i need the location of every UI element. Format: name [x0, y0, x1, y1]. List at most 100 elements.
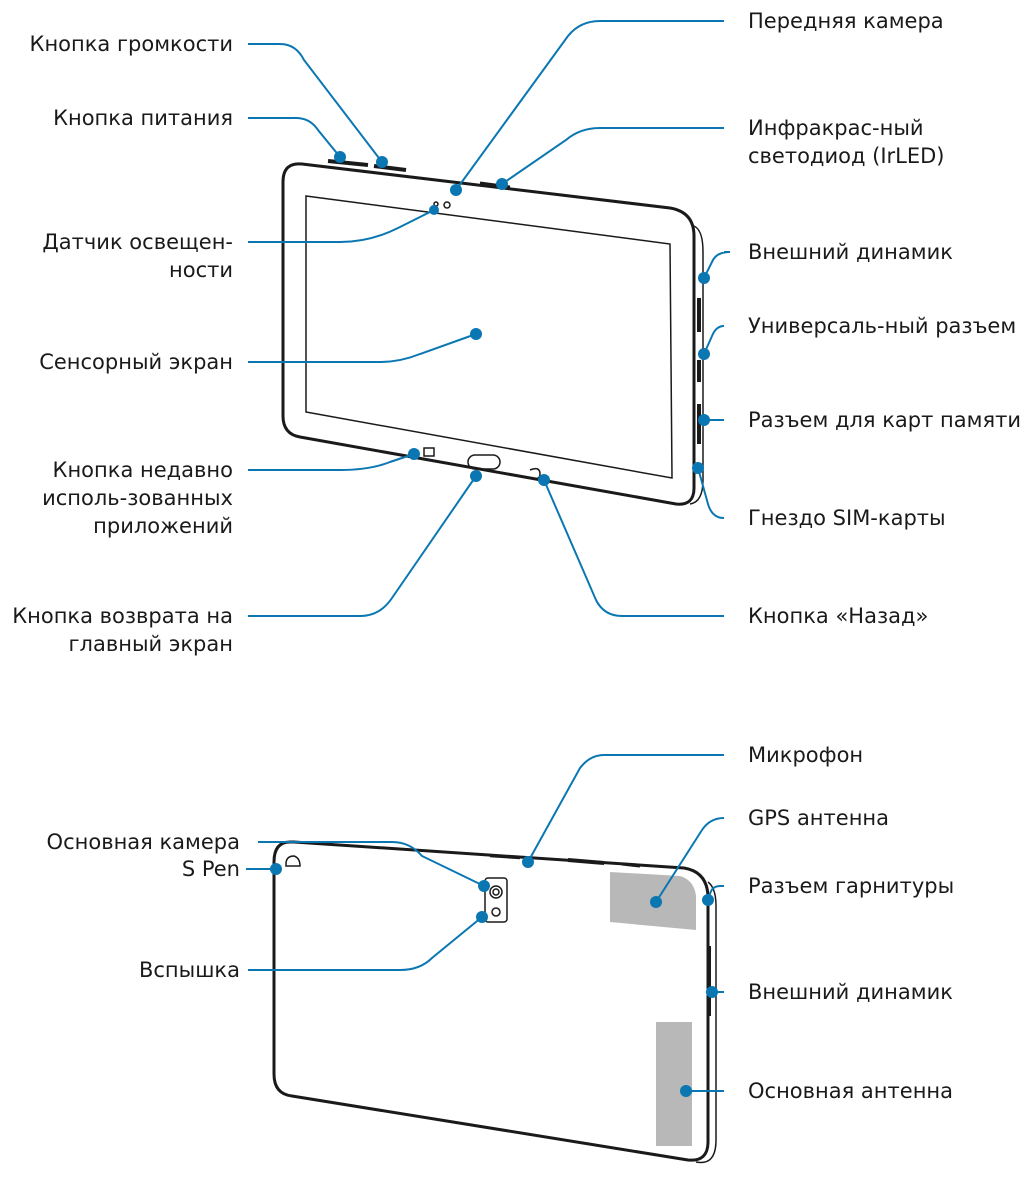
label-light-sensor-line-2: ности	[168, 258, 233, 282]
label-back-key-text: Кнопка «Назад»	[748, 604, 929, 628]
label-headset-jack: Разъем гарнитуры	[748, 872, 954, 900]
dot-s-pen	[270, 863, 282, 875]
label-speaker-front: Внешний динамик	[748, 238, 953, 266]
label-recent-apps-line-2: исполь-зованных	[42, 486, 233, 510]
power-key-shape	[327, 159, 369, 167]
leader-sim-slot	[697, 467, 725, 519]
front-leader-lines	[248, 20, 731, 617]
label-recent-apps: Кнопка недавно исполь-зованных приложени…	[42, 456, 233, 540]
label-power-key-text: Кнопка питания	[53, 106, 233, 130]
label-main-camera-text: Основная камера	[46, 830, 240, 854]
label-light-sensor: Датчик освещен- ности	[42, 228, 233, 284]
leader-back-key	[543, 479, 724, 617]
dot-speaker-front	[698, 272, 710, 284]
label-memory-card-slot: Разъем для карт памяти	[748, 406, 1021, 434]
tablet-front-view	[281, 159, 704, 506]
label-home-key: Кнопка возврата на главный экран	[12, 602, 233, 658]
tablet-rear-right-edge	[695, 881, 717, 1164]
leader-headset-jack	[707, 885, 724, 901]
dot-light-sensor	[429, 205, 439, 215]
label-main-antenna: Основная антенна	[748, 1077, 953, 1105]
label-gps-antenna-text: GPS антенна	[748, 806, 890, 830]
camera-module-shape	[484, 877, 508, 923]
home-key-shape	[467, 454, 501, 470]
main-camera-lens	[489, 885, 503, 899]
leader-home-key	[248, 475, 477, 617]
right-edge-port-2	[697, 360, 701, 382]
label-flash: Вспышка	[139, 956, 240, 984]
leader-microphone	[527, 754, 724, 863]
recent-apps-icon	[423, 447, 435, 457]
label-irled: Инфракрас-ный светодиод (IrLED)	[748, 114, 945, 170]
right-edge-port-1	[697, 298, 701, 332]
dot-main-camera	[478, 880, 490, 892]
rear-leader-lines	[246, 754, 725, 1097]
dot-front-camera	[450, 184, 462, 196]
leader-multipurpose-jack	[703, 325, 725, 355]
dot-power-key	[334, 151, 346, 163]
leader-volume-key	[248, 43, 383, 163]
label-front-camera-text: Передняя камера	[748, 9, 944, 33]
dot-memory-card-slot	[698, 414, 710, 426]
tablet-front-right-edge	[689, 225, 704, 505]
label-volume-key: Кнопка громкости	[30, 30, 233, 58]
flash-shape	[491, 907, 501, 917]
label-light-sensor-line-1: Датчик освещен-	[42, 230, 233, 254]
touch-screen-area	[305, 195, 673, 479]
s-pen-tip-shape	[285, 855, 301, 867]
right-edge-port-3	[697, 404, 701, 444]
leader-front-camera	[455, 20, 724, 191]
dot-gps-antenna	[650, 896, 662, 908]
label-power-key: Кнопка питания	[53, 104, 233, 132]
main-antenna-area	[656, 1022, 692, 1146]
label-front-camera: Передняя камера	[748, 7, 944, 35]
label-multipurpose-jack: Универсаль-ный разъем	[748, 312, 1016, 340]
label-volume-key-text: Кнопка громкости	[29, 32, 233, 56]
label-recent-apps-line-1: Кнопка недавно	[52, 458, 233, 482]
dot-speaker-rear	[706, 986, 718, 998]
dot-multipurpose-jack	[698, 348, 710, 360]
label-multipurpose-jack-text: Универсаль-ный разъем	[748, 314, 1017, 338]
label-speaker-rear: Внешний динамик	[748, 978, 953, 1006]
dot-back-key	[538, 474, 550, 486]
label-touch-screen: Сенсорный экран	[39, 348, 233, 376]
dot-headset-jack	[702, 894, 714, 906]
label-home-key-line-2: главный экран	[68, 632, 233, 656]
leader-recent-apps	[248, 453, 415, 471]
leader-light-sensor	[248, 209, 435, 243]
label-recent-apps-line-3: приложений	[93, 514, 233, 538]
label-irled-line-1: Инфракрас-ный	[748, 116, 924, 140]
label-s-pen-text: S Pen	[181, 857, 240, 881]
rear-top-detail-3	[621, 862, 641, 868]
label-memory-card-slot-text: Разъем для карт памяти	[748, 408, 1021, 432]
label-speaker-rear-text: Внешний динамик	[748, 980, 953, 1004]
rear-speaker-grille	[707, 946, 711, 1016]
dot-sim-slot	[692, 462, 704, 474]
label-sim-slot-text: Гнездо SIM-карты	[748, 506, 946, 530]
back-icon	[529, 467, 541, 480]
label-microphone-text: Микрофон	[748, 743, 864, 767]
leader-irled	[501, 127, 724, 185]
dot-flash	[476, 911, 488, 923]
dot-recent-apps	[408, 448, 420, 460]
dot-volume-key	[376, 156, 388, 168]
tablet-rear-view	[272, 840, 717, 1164]
label-touch-screen-text: Сенсорный экран	[39, 350, 233, 374]
dot-main-antenna	[680, 1085, 692, 1097]
dot-home-key	[470, 470, 482, 482]
leader-power-key	[248, 117, 341, 158]
leader-speaker-front	[703, 251, 731, 279]
label-speaker-front-text: Внешний динамик	[748, 240, 953, 264]
leader-touch-screen	[248, 333, 477, 363]
label-gps-antenna: GPS антенна	[748, 804, 889, 832]
label-flash-text: Вспышка	[138, 958, 240, 982]
tablet-rear-body	[272, 840, 710, 1162]
rear-top-detail-2	[567, 858, 605, 865]
label-microphone: Микрофон	[748, 741, 863, 769]
label-sim-slot: Гнездо SIM-карты	[748, 504, 946, 532]
dot-touch-screen	[470, 328, 482, 340]
dot-irled	[496, 178, 508, 190]
rear-top-detail-1	[489, 854, 521, 860]
label-home-key-line-1: Кнопка возврата на	[12, 604, 233, 628]
